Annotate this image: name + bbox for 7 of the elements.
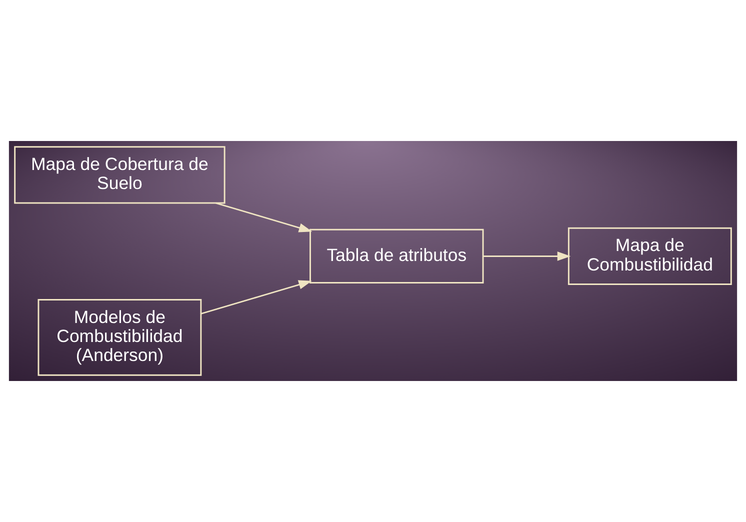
node-box: Mapa de Combustibilidad [568,227,732,285]
arrow [200,280,312,314]
arrow [216,202,312,232]
node-box: Tabla de atributos [310,228,484,284]
node-box: Mapa de Cobertura de Suelo [14,146,226,204]
node-box: Modelos de Combustibilidad (Anderson) [38,299,202,376]
arrow [484,252,571,261]
